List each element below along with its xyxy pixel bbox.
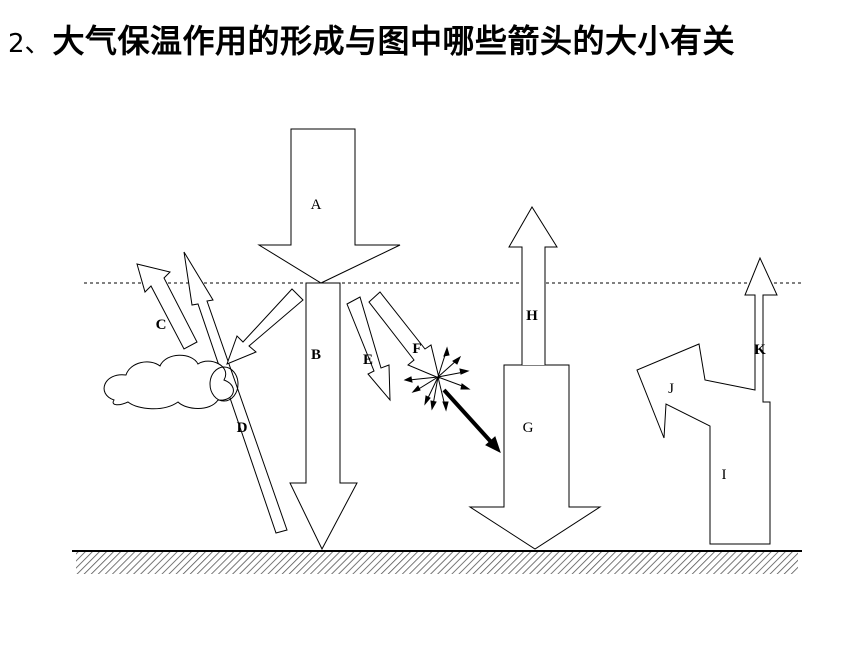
label-k: K	[754, 342, 766, 358]
arrow-d	[183, 251, 288, 534]
question-text: 大气保温作用的形成与图中哪些箭头的大小有关	[52, 22, 736, 60]
arrow-f	[368, 291, 440, 379]
arrow-ijk	[636, 256, 778, 545]
ground-hatching	[76, 552, 798, 574]
label-j: J	[668, 381, 674, 397]
label-a: A	[311, 197, 322, 213]
label-b: B	[311, 347, 321, 363]
arrow-g	[468, 364, 602, 550]
direct-radiation-arrow	[442, 388, 501, 453]
highlight-ellipse	[209, 366, 239, 402]
arrow-b	[289, 282, 358, 551]
label-g: G	[523, 420, 534, 436]
arrow-h	[508, 206, 558, 365]
label-i: I	[722, 467, 727, 483]
arrow-a	[257, 128, 401, 284]
arrow-c	[136, 263, 198, 350]
scattering-arrows	[403, 346, 471, 412]
question-number: 2、	[8, 29, 51, 59]
label-f: F	[412, 341, 421, 357]
arrow-e	[346, 296, 391, 402]
label-d: D	[237, 420, 248, 436]
label-e: E	[363, 352, 373, 368]
cloud-shape	[103, 354, 234, 410]
label-c: C	[156, 317, 167, 333]
label-h: H	[526, 308, 538, 324]
arrow-to-cloud	[226, 288, 304, 365]
question-title: 2、 大气保温作用的形成与图中哪些箭头的大小有关	[8, 16, 858, 64]
